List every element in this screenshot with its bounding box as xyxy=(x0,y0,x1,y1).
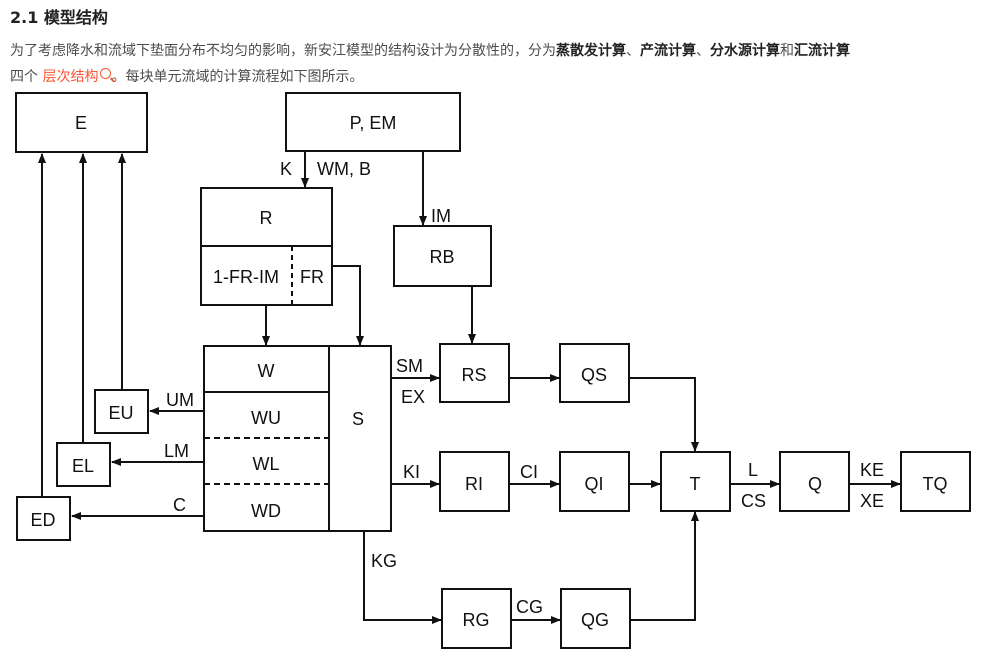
edge-label-C: C xyxy=(173,495,186,515)
edge-label-UM: UM xyxy=(166,390,194,410)
edge-label-K: K xyxy=(280,159,292,179)
edge-label-CI: CI xyxy=(520,462,538,482)
section-heading: 2.1 模型结构 xyxy=(10,8,108,27)
search-icon[interactable] xyxy=(100,68,112,79)
text: 和 xyxy=(780,43,794,59)
label-TQ: TQ xyxy=(923,474,948,494)
label-QG: QG xyxy=(581,610,609,630)
label-FR: FR xyxy=(300,267,324,287)
label-EL: EL xyxy=(72,456,94,476)
edge-label-XE: XE xyxy=(860,491,884,511)
label-1-FR-IM: 1-FR-IM xyxy=(213,267,279,287)
edge-label-L: L xyxy=(748,460,758,480)
keyword-link[interactable]: 层次结构 xyxy=(42,68,112,85)
node-ED xyxy=(16,496,71,541)
bold-term: 分水源计算 xyxy=(710,43,780,59)
label-E: E xyxy=(75,113,87,133)
edge-label-CS: CS xyxy=(741,491,766,511)
edge-label-KE: KE xyxy=(860,460,884,480)
edge-label-SM: SM xyxy=(396,356,423,376)
label-WD: WD xyxy=(251,501,281,521)
label-RS: RS xyxy=(461,365,486,385)
label-WL: WL xyxy=(253,454,280,474)
edge-label-CG: CG xyxy=(516,597,543,617)
label-QS: QS xyxy=(581,365,607,385)
label-Q: Q xyxy=(808,474,822,494)
edge-label-KI: KI xyxy=(403,462,420,482)
label-QI: QI xyxy=(584,474,603,494)
label-EU: EU xyxy=(108,403,133,423)
node-QS xyxy=(559,343,630,403)
label-ED: ED xyxy=(30,510,55,530)
node-TQ xyxy=(900,451,971,512)
bold-term: 汇流计算 xyxy=(794,43,850,59)
label-RG: RG xyxy=(463,610,490,630)
text: 四个 xyxy=(10,69,43,85)
text: 为了考虑降水和流域下垫面分布不均匀的影响，新安江模型的结构设计为分散性的，分为 xyxy=(10,43,556,59)
edge-label-LM: LM xyxy=(164,441,189,461)
label-WU: WU xyxy=(251,408,281,428)
edge-label-EX: EX xyxy=(401,387,425,407)
bold-term: 产流计算 xyxy=(640,43,696,59)
node-E xyxy=(15,92,148,153)
edge-label-KG: KG xyxy=(371,551,397,571)
node-RG xyxy=(441,588,512,649)
intro-paragraph: 为了考虑降水和流域下垫面分布不均匀的影响，新安江模型的结构设计为分散性的，分为蒸… xyxy=(10,38,990,90)
node-PEM xyxy=(285,92,461,152)
label-RI: RI xyxy=(465,474,483,494)
label-PEM: P, EM xyxy=(350,113,397,133)
edge-label-WMB: WM, B xyxy=(317,159,371,179)
text: 、 xyxy=(626,43,640,59)
label-R: R xyxy=(260,208,273,228)
label-T: T xyxy=(690,474,701,494)
edge-label-IM: IM xyxy=(431,206,451,226)
node-Q xyxy=(779,451,850,512)
label-W: W xyxy=(258,361,275,381)
node-QI xyxy=(559,451,630,512)
link-text[interactable]: 层次结构 xyxy=(42,69,99,85)
node-RB xyxy=(393,225,492,287)
label-RB: RB xyxy=(429,247,454,267)
text: 。每块单元流域的计算流程如下图所示。 xyxy=(111,69,364,85)
text: 、 xyxy=(696,43,710,59)
bold-term: 蒸散发计算 xyxy=(556,43,626,59)
node-RI xyxy=(439,451,510,512)
node-QG xyxy=(560,588,631,649)
label-S: S xyxy=(352,409,364,429)
node-RS xyxy=(439,343,510,403)
